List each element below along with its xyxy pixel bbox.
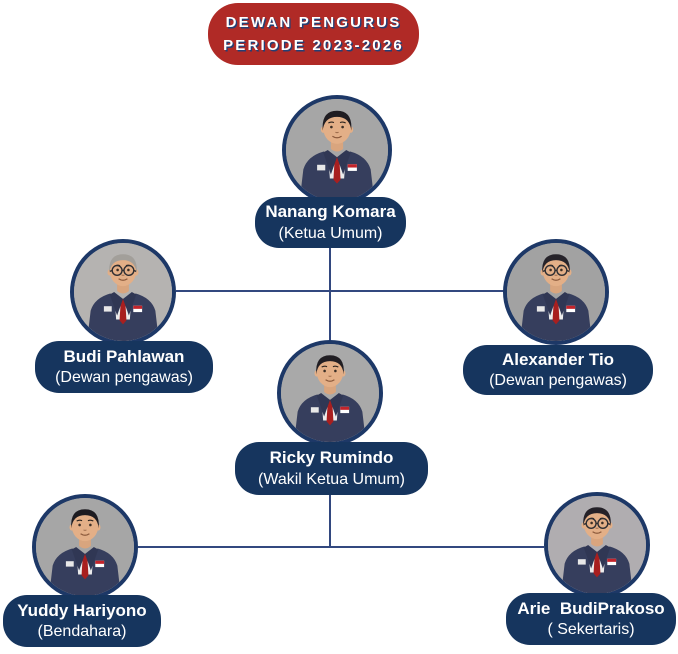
person-role: (Dewan pengawas) [489,372,627,390]
person-label-yuddy-hariyono: Yuddy Hariyono (Bendahara) [3,595,161,647]
connector-line-horizontal-top [176,290,504,292]
person-photo-alexander-tio [503,239,609,345]
person-role: (Bendahara) [37,623,127,641]
person-name: Alexander Tio [501,349,615,369]
avatar-yuddy-hariyono [36,498,134,596]
person-name: Nanang Komara [265,202,396,222]
person-role: (Wakil Ketua Umum) [258,470,405,488]
person-photo-yuddy-hariyono [32,494,138,600]
person-photo-arie-budiprakoso [544,492,650,598]
person-label-ricky-rumindo: Ricky Rumindo (Wakil Ketua Umum) [235,442,428,495]
person-label-alexander-tio: Alexander Tio (Dewan pengawas) [463,345,653,395]
person-role: (Ketua Umum) [278,224,383,242]
person-photo-budi-pahlawan [70,239,176,345]
connector-line-vertical-top [329,247,331,343]
avatar-arie-budiprakoso [548,496,646,594]
title-line-2: PERIODE 2023-2026 [223,37,404,54]
connector-line-vertical-bottom [329,494,331,547]
person-label-arie-budiprakoso: Arie BudiPrakoso ( Sekertaris) [506,593,676,645]
avatar-ricky-rumindo [281,344,379,442]
person-role: ( Sekertaris) [547,621,635,639]
avatar-nanang-komara [286,99,388,201]
person-role: (Dewan pengawas) [55,369,193,387]
title-line-1: DEWAN PENGURUS [225,13,402,31]
person-label-nanang-komara: Nanang Komara (Ketua Umum) [255,197,406,248]
avatar-budi-pahlawan [74,243,172,341]
person-name: Budi Pahlawan [63,346,185,366]
person-photo-nanang-komara [282,95,392,205]
person-photo-ricky-rumindo [277,340,383,446]
person-label-budi-pahlawan: Budi Pahlawan (Dewan pengawas) [35,341,213,393]
avatar-alexander-tio [507,243,605,341]
person-name: Ricky Rumindo [269,448,394,468]
title-badge: DEWAN PENGURUS PERIODE 2023-2026 [208,3,419,65]
person-name: Arie BudiPrakoso [517,598,665,618]
connector-line-horizontal-bottom [138,546,544,548]
person-name: Yuddy Hariyono [17,600,147,620]
